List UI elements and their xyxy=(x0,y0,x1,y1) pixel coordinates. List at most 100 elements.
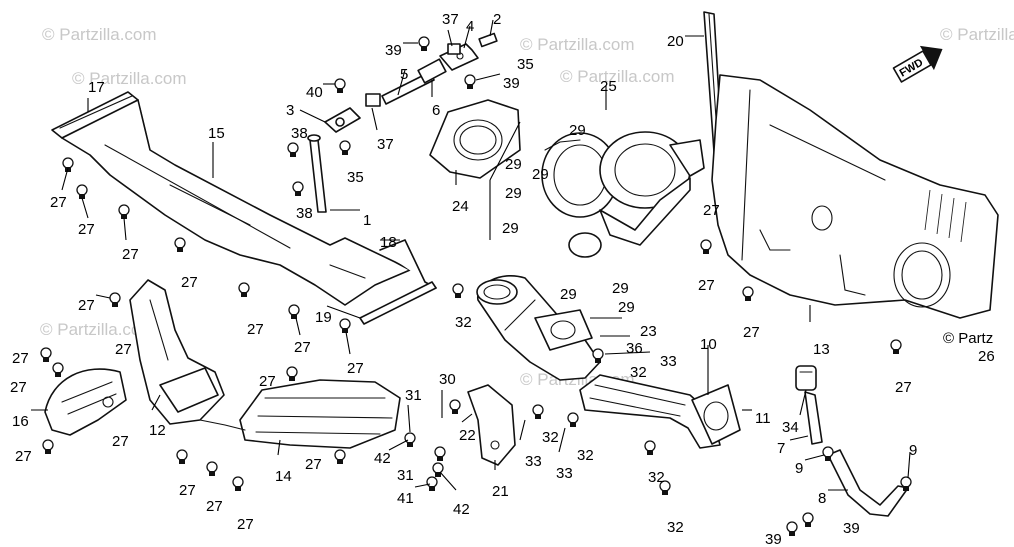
bolt-icon xyxy=(900,476,912,491)
watermark-edge-text: © Partz xyxy=(943,330,993,347)
part-12-exhaust-duct xyxy=(129,279,225,425)
callout-c23: 23 xyxy=(640,323,657,340)
callout-labels: 1715272727272727272727272727272727272727… xyxy=(10,11,995,547)
part-8-pipe xyxy=(827,449,909,517)
bolt-icon xyxy=(238,282,250,297)
callout-c27t: 27 xyxy=(698,277,715,294)
callout-c39c: 39 xyxy=(765,531,782,547)
callout-c38a: 38 xyxy=(291,125,308,142)
bolt-icon xyxy=(118,204,130,219)
part-14-exhaust-shield xyxy=(199,379,401,449)
callout-c1: 1 xyxy=(363,212,371,229)
watermark-text: © Partzilla.com xyxy=(520,35,635,54)
bolt-icon xyxy=(334,449,346,464)
part-6-sleeve xyxy=(417,58,447,84)
callout-c27h: 27 xyxy=(347,360,364,377)
callout-c41: 41 xyxy=(397,490,414,507)
bolt-icon xyxy=(434,446,446,461)
bolt-icon xyxy=(174,237,186,252)
callout-c10: 10 xyxy=(700,336,717,353)
callout-c13: 13 xyxy=(813,341,830,358)
callout-c27d: 27 xyxy=(181,274,198,291)
callout-c20: 20 xyxy=(667,33,684,50)
callout-c27e: 27 xyxy=(78,297,95,314)
bolt-icon xyxy=(287,142,299,157)
callout-c14: 14 xyxy=(275,468,292,485)
callout-c27i: 27 xyxy=(115,341,132,358)
part-21-bracket xyxy=(467,384,516,466)
callout-c27j: 27 xyxy=(12,350,29,367)
callout-c18: 18 xyxy=(380,234,397,251)
callout-c37b: 37 xyxy=(442,11,459,28)
bolt-icon xyxy=(40,347,52,362)
bolt-icon xyxy=(659,480,671,495)
bolt-icon xyxy=(42,439,54,454)
callout-c27c: 27 xyxy=(122,246,139,263)
callout-c38b: 38 xyxy=(296,205,313,222)
part-23-elbow-pipe xyxy=(476,275,601,381)
bolt-icon xyxy=(52,362,64,377)
bolt-icon xyxy=(206,461,218,476)
watermark-text: © Partzilla.com xyxy=(560,67,675,86)
callout-c32d: 32 xyxy=(577,447,594,464)
part-10-intercooler-pipe xyxy=(579,374,721,449)
callout-c32e: 32 xyxy=(648,469,665,486)
bolt-icon xyxy=(288,304,300,319)
watermark-text: © Partzilla.com xyxy=(42,25,157,44)
callout-c11: 11 xyxy=(755,410,771,427)
bolt-icon xyxy=(567,412,579,427)
bolt-icon xyxy=(292,181,304,196)
callout-c5: 5 xyxy=(400,66,408,83)
callout-c27n: 27 xyxy=(259,373,276,390)
bolt-icon xyxy=(334,78,346,93)
callout-c25: 25 xyxy=(600,78,617,95)
callout-c39d: 39 xyxy=(843,520,860,537)
part-24-gasket xyxy=(429,99,521,179)
part-5-shaft xyxy=(381,71,435,105)
callout-c3: 3 xyxy=(286,102,294,119)
callout-c22: 22 xyxy=(459,427,476,444)
callout-c9b: 9 xyxy=(909,442,917,459)
callout-c27m: 27 xyxy=(15,448,32,465)
bolt-icon xyxy=(802,512,814,527)
callout-c6: 6 xyxy=(432,102,440,119)
callout-c27u: 27 xyxy=(743,324,760,341)
bolt-icon xyxy=(339,140,351,155)
callout-c32a: 32 xyxy=(455,314,472,331)
part-34-fitting xyxy=(795,365,817,391)
callout-c35b: 35 xyxy=(517,56,534,73)
callout-c27v: 27 xyxy=(895,379,912,396)
callout-c33c: 33 xyxy=(556,465,573,482)
callout-c37a: 37 xyxy=(377,136,394,153)
callout-c8: 8 xyxy=(818,490,826,507)
part-37-clip xyxy=(365,43,461,107)
callout-c27l: 27 xyxy=(112,433,129,450)
bolt-icon xyxy=(742,286,754,301)
part-16-shield xyxy=(44,368,127,436)
watermark-text: © Partzilla.com xyxy=(40,320,155,339)
bolt-icon xyxy=(286,366,298,381)
callout-c32b: 32 xyxy=(630,364,647,381)
callout-c2: 2 xyxy=(493,11,501,28)
bolt-icon xyxy=(890,339,902,354)
callout-c27r: 27 xyxy=(305,456,322,473)
callout-c42b: 42 xyxy=(453,501,470,518)
bolt-icon xyxy=(532,404,544,419)
part-11-flange xyxy=(691,384,741,445)
callout-c33b: 33 xyxy=(525,453,542,470)
bolt-icon xyxy=(109,292,121,307)
callout-c32f: 32 xyxy=(667,519,684,536)
bolt-icon xyxy=(76,184,88,199)
part-3-bracket xyxy=(324,107,361,133)
bolt-icon xyxy=(464,74,476,89)
bolt-icon xyxy=(786,521,798,536)
part-25-turbocharger xyxy=(489,121,705,258)
callout-c24: 24 xyxy=(452,198,469,215)
callout-c29a: 29 xyxy=(569,122,586,139)
callout-c27b: 27 xyxy=(78,221,95,238)
callout-c27k: 27 xyxy=(10,379,27,396)
callout-c36: 36 xyxy=(626,340,643,357)
callout-c27q: 27 xyxy=(237,516,254,533)
callout-c27g: 27 xyxy=(294,339,311,356)
